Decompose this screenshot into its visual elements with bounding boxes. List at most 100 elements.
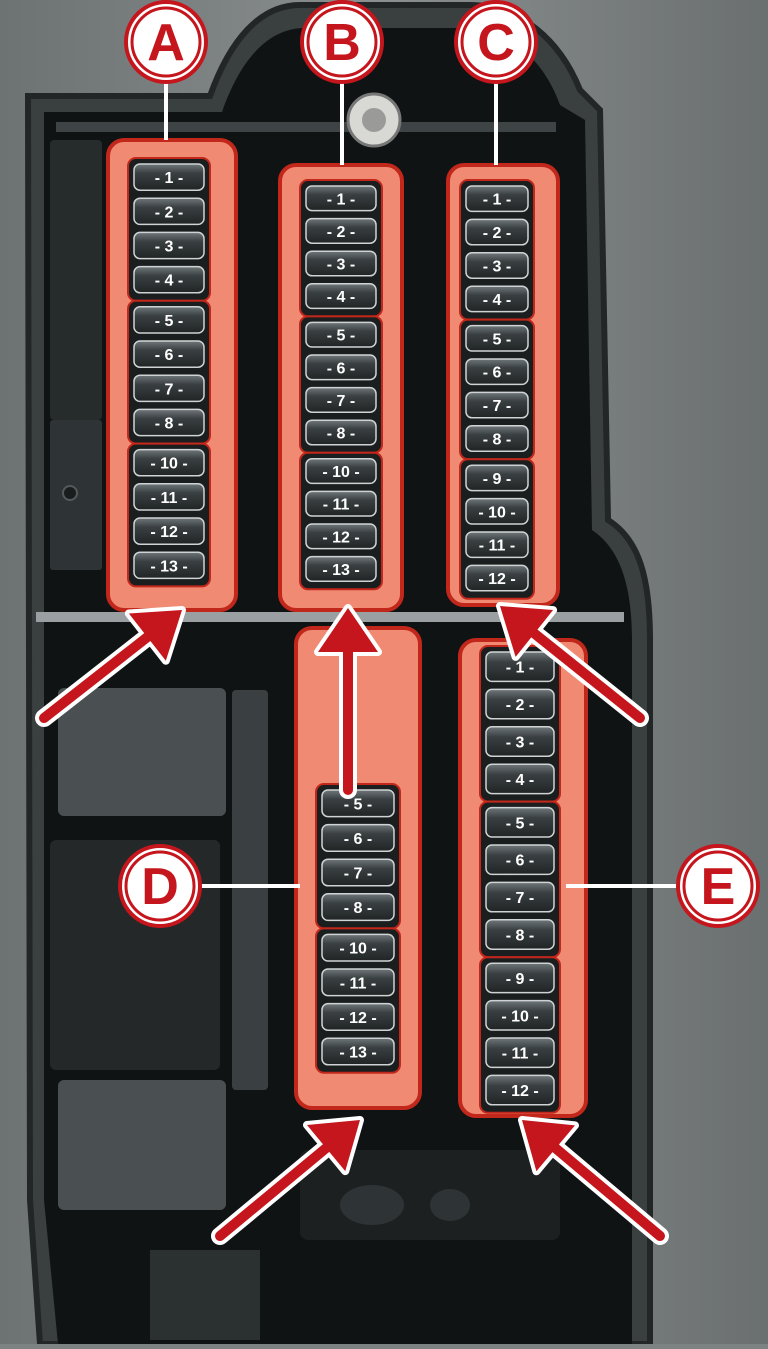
- fuse: [305, 321, 377, 348]
- fuse-number: - 5 -: [344, 796, 372, 813]
- fuse: [465, 391, 529, 419]
- fuse-panel-A: - 1 -- 2 -- 3 -- 4 -- 5 -- 6 -- 7 -- 8 -…: [106, 138, 238, 612]
- fuse: [305, 283, 377, 310]
- fuse-number: - 5 -: [483, 331, 511, 348]
- fuse-number: - 4 -: [506, 772, 534, 789]
- callout-circle-E: [676, 844, 760, 928]
- relay-terminal-2: [430, 1189, 470, 1221]
- fuse: [133, 306, 205, 334]
- callout-circle-B: [300, 0, 384, 84]
- fuse-number: - 3 -: [483, 259, 511, 276]
- arrow-head: [500, 606, 554, 657]
- fuse: [305, 419, 377, 446]
- fuse-number: - 10 -: [150, 456, 187, 473]
- mid-rail: [36, 612, 624, 622]
- fuse-number: - 1 -: [506, 660, 534, 677]
- fuse-number: - 6 -: [483, 365, 511, 382]
- fuse-number: - 4 -: [327, 289, 355, 306]
- fuse-number: - 2 -: [327, 224, 355, 241]
- arrow-to-E: [518, 1116, 669, 1245]
- arrow-head: [128, 610, 182, 661]
- callout-D: D: [118, 844, 202, 928]
- callout-label-E: E: [701, 858, 736, 916]
- fuse-number: - 7 -: [344, 866, 372, 883]
- fuse: [133, 408, 205, 437]
- fuse-number: - 9 -: [506, 971, 534, 988]
- fuse-number: - 6 -: [327, 360, 355, 377]
- fuse: [465, 185, 529, 213]
- callout-circle-D: [118, 844, 202, 928]
- fuse-number: - 13 -: [339, 1045, 376, 1062]
- callout-label-A: A: [147, 14, 185, 72]
- fuse: [465, 324, 529, 352]
- fuse-number: - 5 -: [327, 328, 355, 345]
- arrow-to-A: [35, 606, 186, 727]
- fuse-number: - 5 -: [506, 815, 534, 832]
- fuse: [133, 340, 205, 368]
- fuse-group-frame: [479, 956, 561, 1114]
- fuse: [305, 354, 377, 381]
- fuse: [133, 448, 205, 477]
- arrow-head: [522, 1120, 575, 1172]
- fuse-number: - 7 -: [327, 393, 355, 410]
- arrow-to-B: [314, 604, 382, 799]
- fuse-number: - 8 -: [483, 432, 511, 449]
- fuse: [321, 789, 395, 818]
- fuse: [465, 218, 529, 246]
- callout-ring-D: [124, 850, 196, 922]
- fuse-number: - 6 -: [155, 347, 183, 364]
- fuse-number: - 11 -: [151, 490, 187, 507]
- fuse: [485, 999, 555, 1031]
- fuse: [133, 231, 205, 260]
- fuse-number: - 13 -: [322, 562, 359, 579]
- fuse: [465, 497, 529, 525]
- fuse: [305, 386, 377, 413]
- fuse-number: - 9 -: [483, 471, 511, 488]
- callout-B: B: [300, 0, 384, 84]
- fuse-number: - 10 -: [501, 1008, 538, 1025]
- fuse: [485, 919, 555, 950]
- arrow-shaft: [550, 1143, 665, 1241]
- fuse: [305, 217, 377, 244]
- callout-E: E: [676, 844, 760, 928]
- fuse: [321, 968, 395, 997]
- fuse-number: - 2 -: [506, 697, 534, 714]
- callout-ring-A: [130, 6, 202, 78]
- callout-ring-B: [306, 6, 378, 78]
- fuse: [321, 1002, 395, 1031]
- fuse-number: - 11 -: [479, 538, 515, 555]
- fuse-number: - 5 -: [155, 313, 183, 330]
- fuse: [305, 523, 377, 550]
- fuse-number: - 8 -: [155, 416, 183, 433]
- fuse-panel-D: - 5 -- 6 -- 7 -- 8 -- 10 -- 11 -- 12 -- …: [294, 626, 422, 1110]
- fuse-number: - 3 -: [506, 735, 534, 752]
- fuse: [485, 1074, 555, 1106]
- fuse-number: - 6 -: [506, 853, 534, 870]
- left-column-housing: [50, 140, 102, 420]
- fuse-number: - 1 -: [327, 191, 355, 208]
- fuse-number: - 11 -: [340, 975, 376, 992]
- fuse-number: - 3 -: [327, 257, 355, 274]
- fuse: [305, 185, 377, 212]
- fuse-number: - 7 -: [483, 398, 511, 415]
- fuse-number: - 4 -: [483, 292, 511, 309]
- fuse-number: - 8 -: [506, 928, 534, 945]
- fuse: [133, 197, 205, 226]
- fuse: [485, 844, 555, 876]
- arrow-shaft: [215, 1143, 332, 1241]
- fuse: [465, 564, 529, 592]
- arrow-to-D: [211, 1116, 364, 1245]
- fuse: [485, 806, 555, 838]
- arrow-head: [318, 608, 378, 652]
- fuse: [305, 458, 377, 485]
- fuse: [465, 252, 529, 279]
- fuse-group-frame: [127, 442, 211, 588]
- callout-label-D: D: [141, 858, 179, 916]
- fuse: [133, 517, 205, 545]
- fuse: [485, 726, 555, 757]
- fuse-number: - 12 -: [339, 1010, 376, 1027]
- relay-terminal: [340, 1185, 404, 1225]
- fuse: [485, 1037, 555, 1069]
- fuse: [133, 374, 205, 403]
